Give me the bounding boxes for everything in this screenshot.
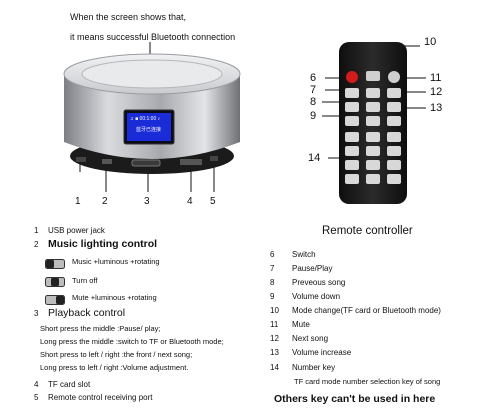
left-item-3-num: 3 xyxy=(34,309,39,318)
right-item-9-text: Volume down xyxy=(292,292,341,301)
screen-text-top: ♫ ■ 00:1:00 ♪ xyxy=(130,116,161,122)
switch-right-icon xyxy=(45,295,65,305)
playback-line-2: Long press the middle :switch to TF or B… xyxy=(40,337,224,346)
right-item-11-num: 11 xyxy=(270,320,279,329)
right-item-11: 11 Mute xyxy=(270,320,310,329)
left-item-1: 1 USB power jack xyxy=(34,226,105,235)
switch-mode-mute xyxy=(45,292,65,310)
left-item-2-text: Music lighting control xyxy=(48,238,158,250)
right-item-10: 10 Mode change(TF card or Bluetooth mode) xyxy=(270,306,441,315)
left-item-4-num: 4 xyxy=(34,380,39,389)
remote-controller xyxy=(337,40,409,206)
right-item-9: 9 Volume down xyxy=(270,292,340,301)
left-item-5-num: 5 xyxy=(34,393,39,402)
right-item-13-num: 13 xyxy=(270,348,279,357)
callout-5: 5 xyxy=(210,196,216,207)
right-item-12-num: 12 xyxy=(270,334,279,343)
right-item-10-num: 10 xyxy=(270,306,279,315)
footer-note: Others key can't be used in here xyxy=(274,393,436,405)
right-item-14-text: Number key xyxy=(292,363,336,372)
remote-controller-graphic xyxy=(339,42,407,204)
right-item-6-num: 6 xyxy=(270,250,275,259)
callout-4: 4 xyxy=(187,196,193,207)
right-item-11-text: Mute xyxy=(292,320,310,329)
right-item-6: 6 Switch xyxy=(270,250,316,259)
left-item-4-text: TF card slot xyxy=(48,380,91,389)
switch-mode-music xyxy=(45,256,65,274)
callout-7: 7 xyxy=(310,84,317,96)
left-item-2-num: 2 xyxy=(34,240,39,249)
caption-line-1: When the screen shows that, xyxy=(70,12,187,22)
right-item-12: 12 Next song xyxy=(270,334,328,343)
playback-line-1: Short press the middle :Pause/ play; xyxy=(40,324,161,333)
right-item-13: 13 Volume increase xyxy=(270,348,351,357)
callout-11: 11 xyxy=(430,72,442,84)
playback-line-4: Long press to left / right :Volume adjus… xyxy=(40,363,189,372)
switch-middle-icon xyxy=(45,277,65,287)
right-item-8-text: Preveous song xyxy=(292,278,346,287)
speaker-device-graphic xyxy=(63,53,241,174)
right-item-8: 8 Preveous song xyxy=(270,278,345,287)
right-item-14: 14 Number key xyxy=(270,363,335,372)
left-item-3: 3 Playback control xyxy=(34,307,125,319)
left-item-5: 5 Remote control receiving port xyxy=(34,393,153,402)
callout-12: 12 xyxy=(430,86,443,98)
right-item-13-text: Volume increase xyxy=(292,348,352,357)
callout-1: 1 xyxy=(75,196,81,207)
callout-13: 13 xyxy=(430,102,443,114)
right-item-12-text: Next song xyxy=(292,334,329,343)
right-item-10-text: Mode change(TF card or Bluetooth mode) xyxy=(292,306,441,315)
screen-text-mid: 蓝牙已连接 xyxy=(136,127,162,133)
switch-mode-off-text: Turn off xyxy=(72,276,98,285)
left-item-5-text: Remote control receiving port xyxy=(48,393,153,402)
left-item-4: 4 TF card slot xyxy=(34,380,90,389)
callout-10: 10 xyxy=(424,36,437,48)
callout-6: 6 xyxy=(310,72,317,84)
right-item-7: 7 Pause/Play xyxy=(270,264,332,273)
right-item-14-num: 14 xyxy=(270,363,279,372)
left-item-2: 2 Music lighting control xyxy=(34,238,157,250)
callout-9: 9 xyxy=(310,110,317,122)
callout-14: 14 xyxy=(308,152,321,164)
number-key-note: TF card mode number selection key of son… xyxy=(294,377,441,386)
left-item-1-num: 1 xyxy=(34,226,39,235)
right-item-7-text: Pause/Play xyxy=(292,264,333,273)
left-item-3-text: Playback control xyxy=(48,307,126,319)
callout-3: 3 xyxy=(144,196,150,207)
switch-mode-off xyxy=(45,274,65,292)
switch-mode-mute-text: Mute +luminous +rotating xyxy=(72,293,157,302)
caption-line-2: it means successful Bluetooth connection xyxy=(70,32,236,42)
left-item-1-text: USB power jack xyxy=(48,226,105,235)
right-item-7-num: 7 xyxy=(270,264,275,273)
callout-8: 8 xyxy=(310,96,317,108)
right-item-9-num: 9 xyxy=(270,292,275,301)
right-item-8-num: 8 xyxy=(270,278,275,287)
switch-left-icon xyxy=(45,259,65,269)
switch-mode-music-text: Music +luminous +rotating xyxy=(72,257,160,266)
remote-title: Remote controller xyxy=(322,225,413,237)
right-item-6-text: Switch xyxy=(292,250,316,259)
playback-line-3: Short press to left / right :the front /… xyxy=(40,350,193,359)
speaker-device: ♫ ■ 00:1:00 ♪ 蓝牙已连接 xyxy=(52,44,252,194)
callout-2: 2 xyxy=(102,196,108,207)
